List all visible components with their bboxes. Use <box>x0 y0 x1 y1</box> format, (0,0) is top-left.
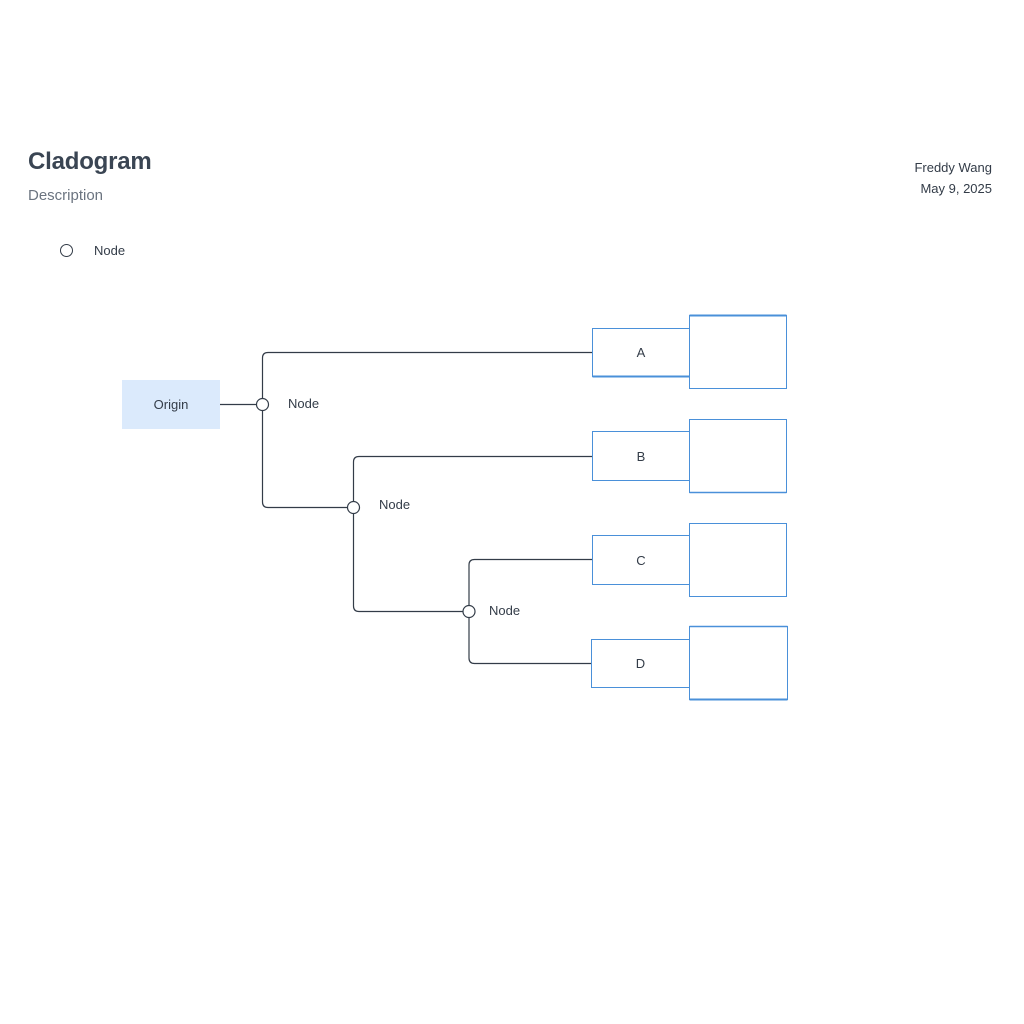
taxon-d-box[interactable] <box>591 639 690 688</box>
taxon-b-label: B <box>636 448 646 464</box>
taxon-a-detail-box[interactable] <box>689 315 787 389</box>
node-1-label: Node <box>288 396 320 411</box>
branch-lines <box>220 351 592 665</box>
legend: Node <box>60 241 125 259</box>
branch-node3-c <box>468 558 592 605</box>
node-3-label: Node <box>489 603 521 618</box>
taxon-c-label: C <box>636 552 646 568</box>
taxon-a-label: A <box>636 345 646 360</box>
taxon-a-box[interactable] <box>592 328 690 377</box>
node-circle-icon <box>60 243 73 257</box>
page-description: Description <box>28 187 104 204</box>
branch-node2-b <box>352 455 592 501</box>
origin-label: Origin <box>153 397 189 412</box>
branch-node2-node3 <box>352 514 463 613</box>
document-meta: Freddy Wang May 9, 2025 <box>914 157 992 199</box>
taxon-b-detail-box[interactable] <box>689 419 787 493</box>
legend-node-label: Node <box>94 242 126 258</box>
node-2-label: Node <box>379 497 411 512</box>
taxon-d-detail-box[interactable] <box>689 626 788 700</box>
origin-box[interactable] <box>122 380 220 429</box>
branch-node1-node2 <box>261 411 348 509</box>
branch-node1-a <box>261 351 592 398</box>
document-date: May 9, 2025 <box>920 181 992 196</box>
node-1-circle-icon[interactable] <box>255 397 270 412</box>
taxon-c-detail-box[interactable] <box>689 523 787 597</box>
page-title: Cladogram <box>28 148 152 175</box>
taxon-d-label: D <box>635 656 646 671</box>
node-3-circle-icon[interactable] <box>462 604 476 619</box>
taxon-b-box[interactable] <box>592 431 690 481</box>
author-name: Freddy Wang <box>914 160 992 175</box>
branch-node3-d <box>468 618 591 665</box>
node-2-circle-icon[interactable] <box>346 500 361 515</box>
